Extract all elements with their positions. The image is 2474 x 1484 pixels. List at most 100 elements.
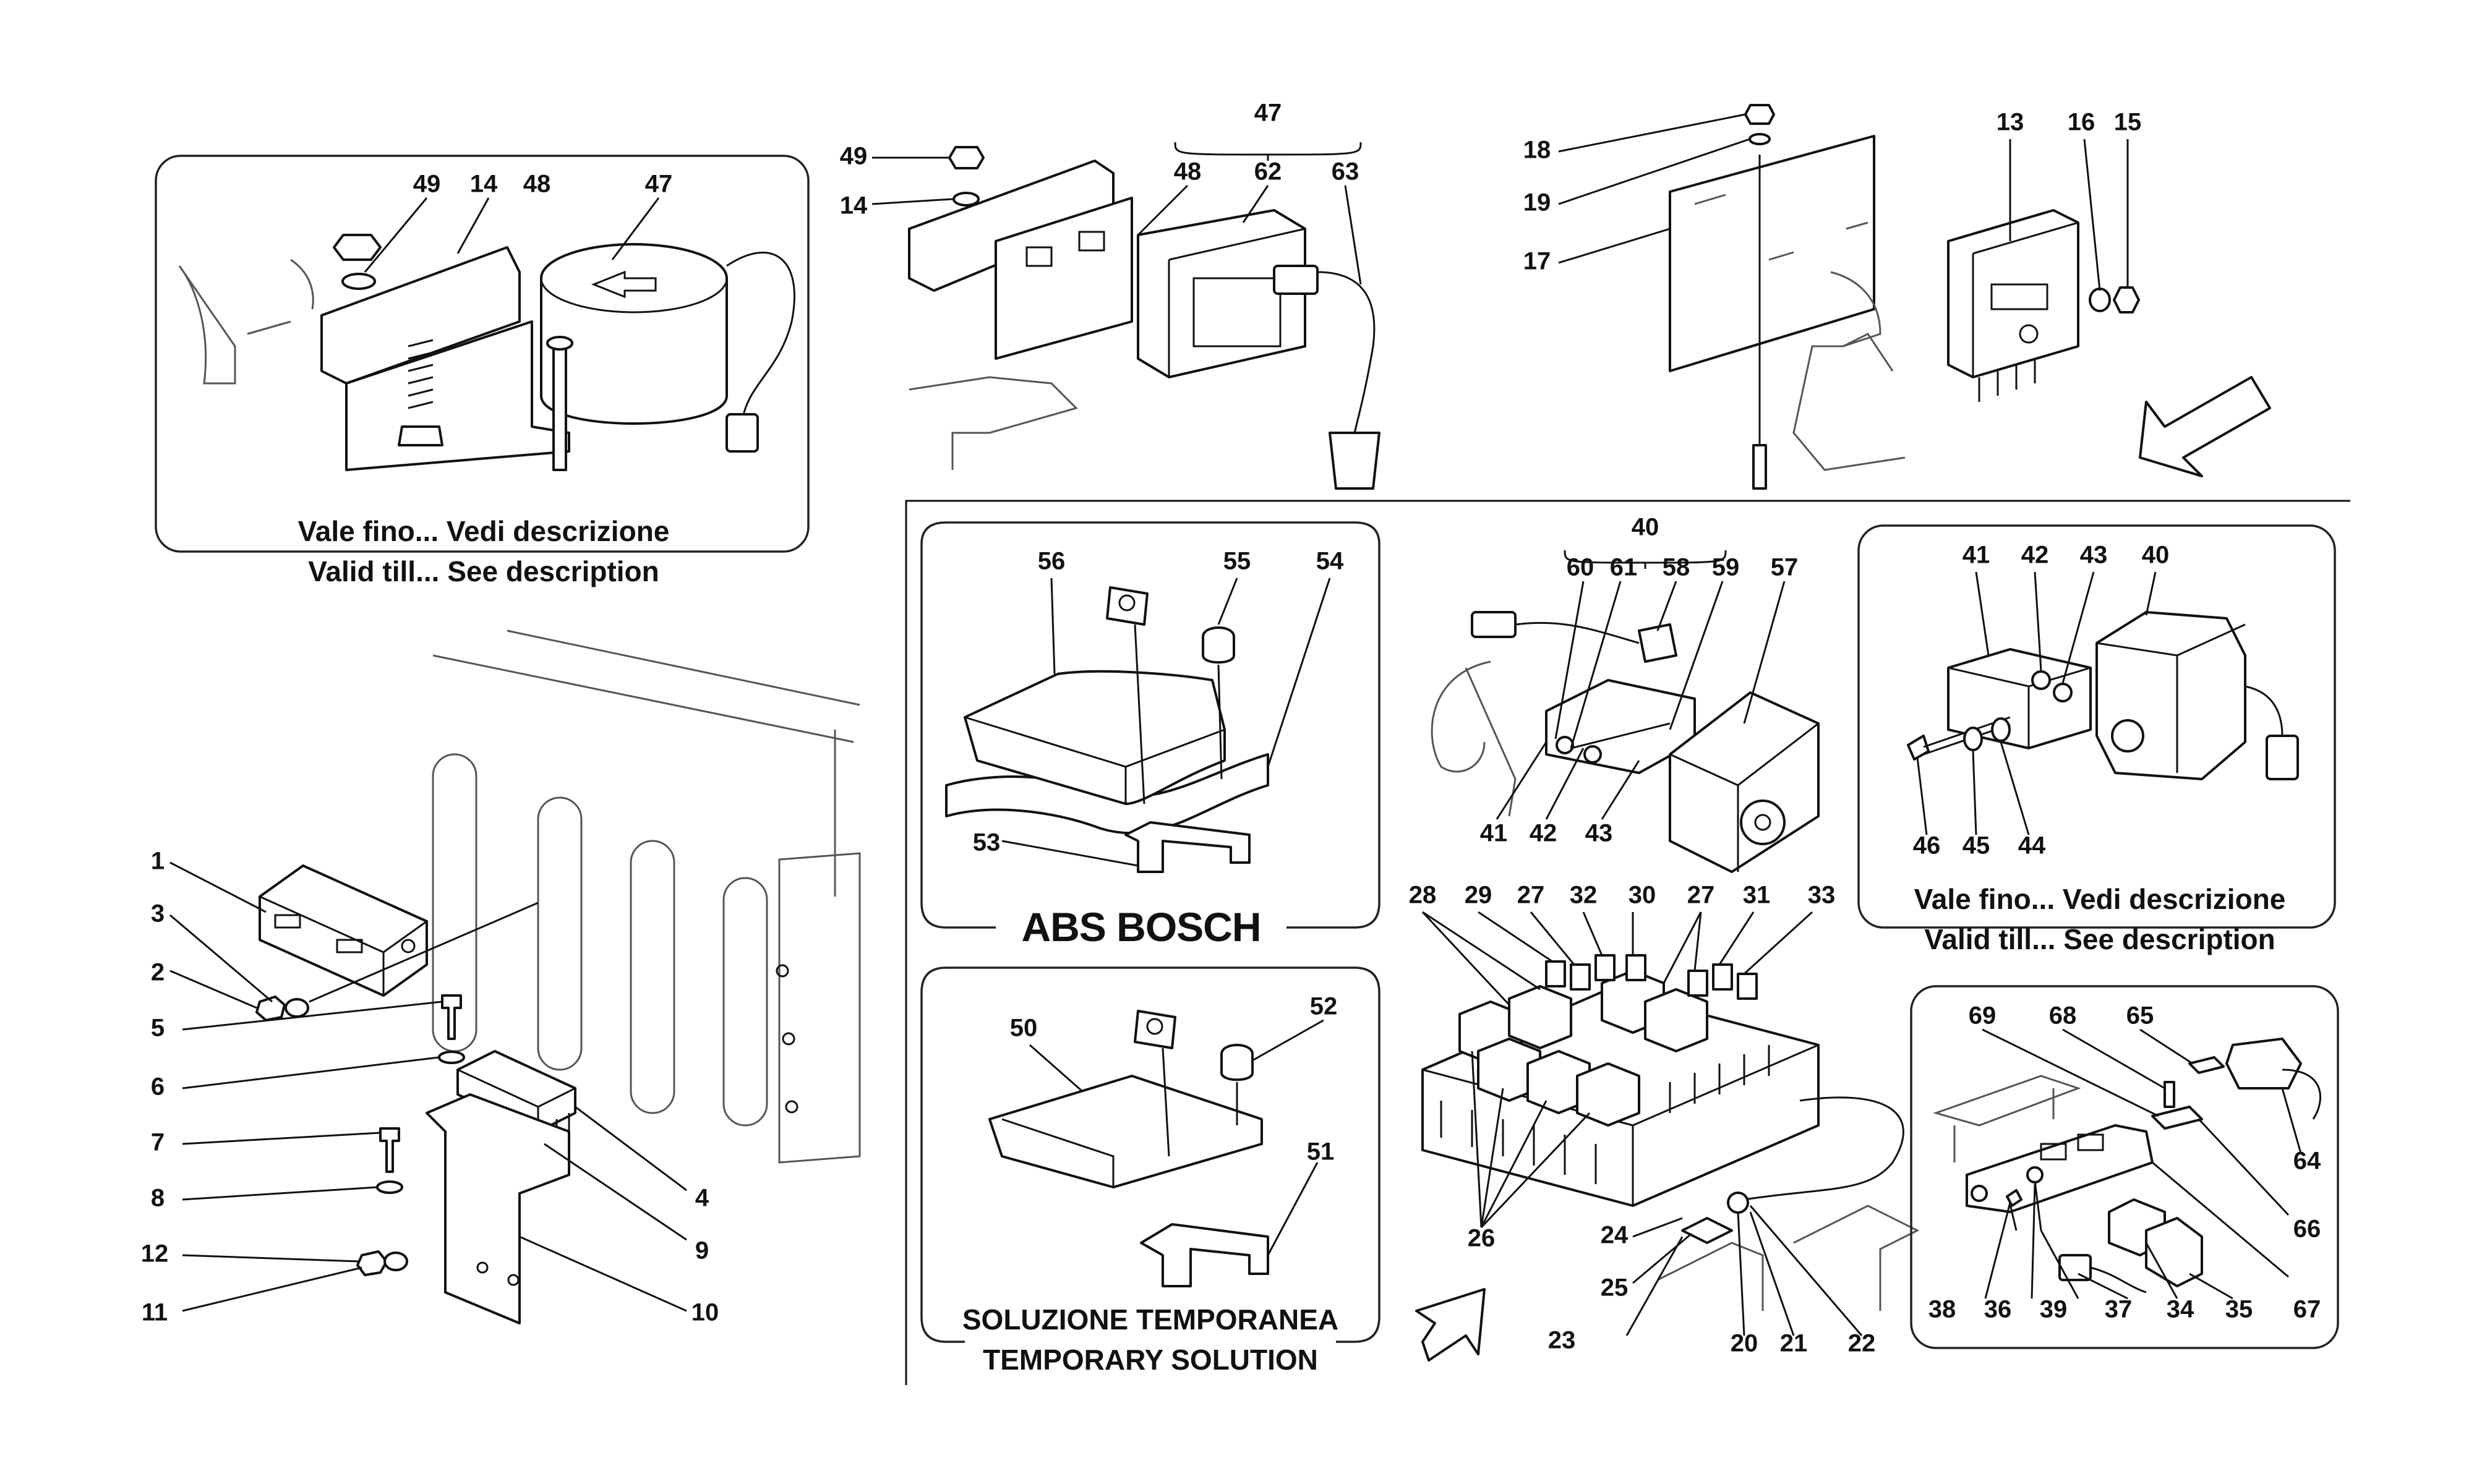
callout-40: 40 <box>1632 514 1659 541</box>
callout-27: 27 <box>1517 882 1545 909</box>
callout-31: 31 <box>1743 882 1771 909</box>
callout-11: 11 <box>142 1299 168 1326</box>
callout-59: 59 <box>1712 554 1740 581</box>
callout-36: 36 <box>1984 1296 2012 1323</box>
callout-42: 42 <box>1530 820 1557 847</box>
callout-41: 41 <box>1963 542 1990 569</box>
callout-56: 56 <box>1038 548 1066 575</box>
callout-19: 19 <box>1523 189 1551 216</box>
group-left: 1 3 2 5 6 7 8 4 9 12 11 10 <box>141 629 861 1326</box>
group-center-siren: 40 60 61 58 59 57 41 42 43 <box>1431 514 1820 873</box>
callout-57: 57 <box>1771 554 1799 581</box>
callout-4: 4 <box>695 1185 709 1212</box>
callout-49: 49 <box>413 171 441 198</box>
panel-temporary-frame <box>920 966 1380 1343</box>
callout-55: 55 <box>1223 548 1251 575</box>
callout-14: 14 <box>470 171 498 198</box>
callout-37: 37 <box>2105 1296 2133 1323</box>
callout-34: 34 <box>2167 1296 2194 1323</box>
callout-8: 8 <box>151 1185 165 1212</box>
callout-62: 62 <box>1254 158 1282 186</box>
callout-48: 48 <box>1174 158 1202 186</box>
callout-66: 66 <box>2293 1216 2321 1243</box>
group-fuse-box: 28 29 27 32 30 27 31 33 26 24 25 23 20 2… <box>1409 882 1920 1362</box>
callout-21: 21 <box>1780 1330 1808 1357</box>
callout-14: 14 <box>840 192 868 220</box>
callout-17: 17 <box>1523 248 1551 275</box>
callout-3: 3 <box>151 900 165 927</box>
callout-68: 68 <box>2049 1002 2077 1030</box>
callout-12: 12 <box>141 1240 169 1268</box>
callout-24: 24 <box>1601 1222 1629 1249</box>
panel-right-middle-frame <box>1857 524 2336 929</box>
caption-valid-till-en: Valid till... See description <box>1924 923 2275 955</box>
callout-58: 58 <box>1663 554 1690 581</box>
callout-53: 53 <box>973 829 1001 856</box>
callout-40: 40 <box>2142 542 2170 569</box>
direction-arrow-icon <box>1415 1288 1486 1362</box>
callout-47: 47 <box>1254 100 1282 127</box>
callout-25: 25 <box>1601 1274 1629 1302</box>
callout-6: 6 <box>151 1073 165 1101</box>
callout-46: 46 <box>1913 832 1941 859</box>
callout-65: 65 <box>2126 1002 2154 1030</box>
callout-63: 63 <box>1332 158 1359 186</box>
callout-64: 64 <box>2293 1148 2321 1175</box>
caption-abs-bosch: ABS BOSCH <box>1021 904 1261 950</box>
callout-49: 49 <box>840 143 868 170</box>
callout-5: 5 <box>151 1015 165 1042</box>
callout-7: 7 <box>151 1129 165 1156</box>
group-top-right: 18 19 17 13 16 15 <box>1523 104 2271 490</box>
callout-43: 43 <box>2080 542 2108 569</box>
callout-38: 38 <box>1928 1296 1956 1323</box>
callout-39: 39 <box>2040 1296 2068 1323</box>
callout-2: 2 <box>151 959 165 986</box>
caption-valid-till-en: Valid till... See description <box>308 555 659 587</box>
callout-10: 10 <box>691 1299 719 1326</box>
panel-top-left-frame <box>155 155 810 553</box>
panel-bottom-right-frame <box>1910 985 2339 1349</box>
callout-27: 27 <box>1687 882 1715 909</box>
callout-1: 1 <box>151 848 165 875</box>
callout-45: 45 <box>1963 832 1990 859</box>
callout-15: 15 <box>2114 109 2142 136</box>
callout-52: 52 <box>1310 993 1338 1020</box>
panel-abs-bosch: 56 55 54 53 ABS BOSCH <box>920 521 1380 950</box>
callout-60: 60 <box>1567 554 1594 581</box>
callout-43: 43 <box>1585 820 1613 847</box>
callout-50: 50 <box>1010 1015 1038 1042</box>
callout-18: 18 <box>1523 137 1551 164</box>
callout-26: 26 <box>1468 1225 1496 1252</box>
callout-47: 47 <box>645 171 673 198</box>
callout-23: 23 <box>1548 1327 1576 1354</box>
callout-28: 28 <box>1409 882 1437 909</box>
callout-54: 54 <box>1316 548 1344 575</box>
callout-67: 67 <box>2293 1296 2321 1323</box>
panel-temporary-solution: 50 52 51 SOLUZIONE TEMPORANEA TEMPORARY … <box>920 966 1380 1376</box>
callout-48: 48 <box>523 171 551 198</box>
direction-arrow-icon <box>2139 376 2271 477</box>
callout-30: 30 <box>1629 882 1656 909</box>
callout-44: 44 <box>2018 832 2046 859</box>
callout-22: 22 <box>1848 1330 1876 1357</box>
panel-top-left: 49 14 48 47 Vale fino... Vedi descrizion… <box>155 155 810 587</box>
right-section-frame <box>905 500 2350 1385</box>
panel-abs-frame <box>920 521 1380 929</box>
callout-29: 29 <box>1465 882 1492 909</box>
callout-20: 20 <box>1731 1330 1758 1357</box>
callout-61: 61 <box>1610 554 1638 581</box>
panel-right-middle: 41 42 43 40 46 45 44 Vale fino... Vedi d… <box>1857 524 2336 955</box>
callout-16: 16 <box>2068 109 2095 136</box>
caption-temporary-it: SOLUZIONE TEMPORANEA <box>962 1303 1338 1336</box>
group-top-center: 47 49 14 48 62 63 <box>840 100 1380 490</box>
callout-51: 51 <box>1307 1138 1335 1166</box>
callout-32: 32 <box>1570 882 1598 909</box>
callout-13: 13 <box>1997 109 2024 136</box>
callout-69: 69 <box>1969 1002 1997 1030</box>
callout-42: 42 <box>2021 542 2049 569</box>
callout-33: 33 <box>1808 882 1836 909</box>
panel-bottom-right: 69 68 65 64 66 67 38 36 39 37 34 35 <box>1910 985 2339 1349</box>
caption-valid-till-it: Vale fino... Vedi descrizione <box>298 515 670 547</box>
caption-valid-till-it: Vale fino... Vedi descrizione <box>1914 883 2286 915</box>
